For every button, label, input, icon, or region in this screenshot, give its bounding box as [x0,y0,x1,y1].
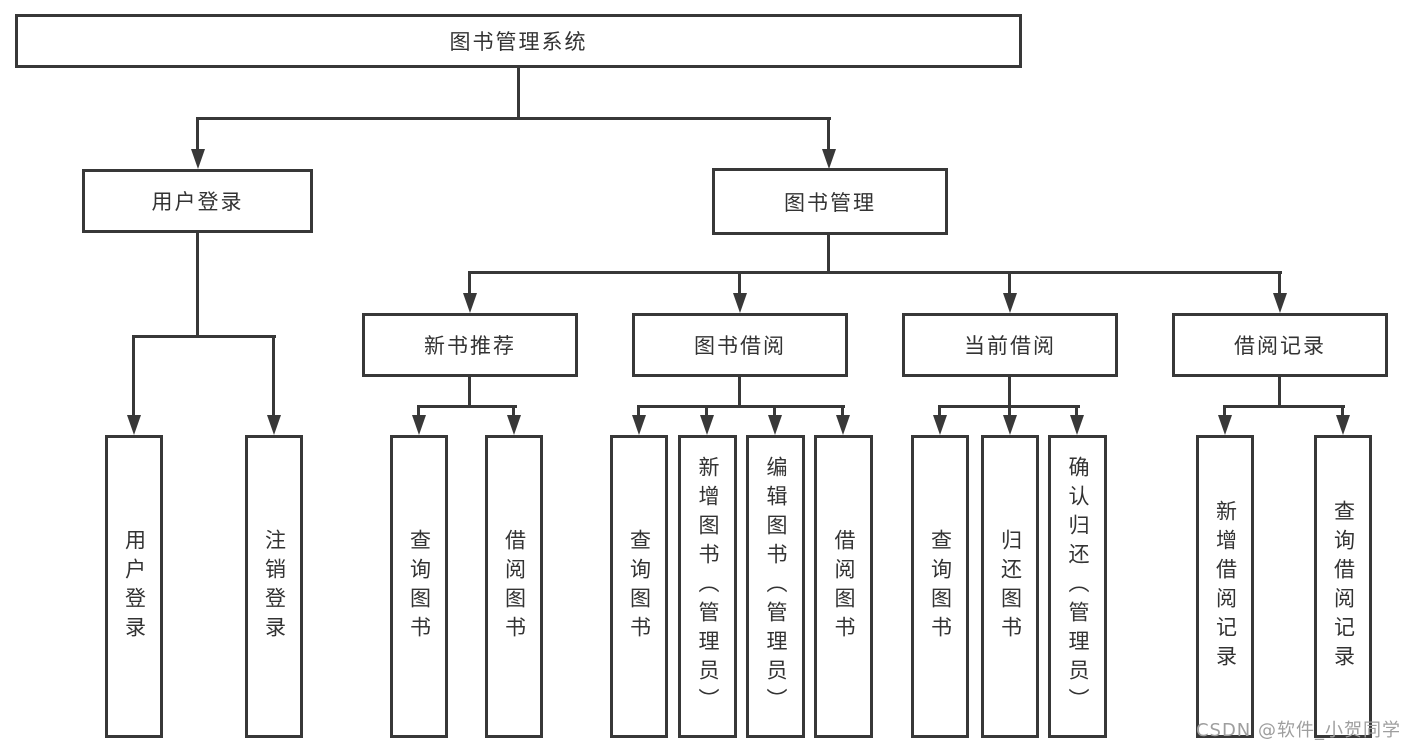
connector-line [196,117,831,120]
node-borrow-records-label: 借阅记录 [1234,334,1326,358]
connector-line [1223,405,1345,408]
connector-line [132,335,135,416]
connector-line [196,232,199,338]
node-book-management-label: 图书管理 [784,190,876,215]
node-leaf-edit-book-admin-label: 编辑图书（管理员） [764,456,788,717]
connector-arrow [1218,415,1232,435]
connector-line [1278,377,1281,408]
connector-line [938,405,941,417]
node-new-book-recommend: 新书推荐 [362,313,578,377]
connector-line [272,335,275,416]
node-leaf-return-book-label: 归还图书 [998,528,1023,645]
connector-line [827,117,830,151]
node-root: 图书管理系统 [15,14,1022,68]
connector-line [417,405,420,417]
node-current-borrow: 当前借阅 [902,313,1118,377]
connector-line [738,271,741,295]
node-new-book-recommend-label: 新书推荐 [424,334,516,358]
node-leaf-query-books-recommend-label: 查询图书 [407,528,432,645]
connector-arrow [127,415,141,435]
connector-arrow [412,415,426,435]
connector-line [827,234,830,274]
node-leaf-query-books-current-label: 查询图书 [928,528,953,645]
connector-line [637,405,640,417]
connector-arrow [507,415,521,435]
node-leaf-add-book-admin: 新增图书（管理员） [678,435,737,738]
node-leaf-borrow-books-recommend: 借阅图书 [485,435,543,738]
connector-arrow [836,415,850,435]
connector-arrow [632,415,646,435]
node-leaf-logout: 注销登录 [245,435,303,738]
node-root-label: 图书管理系统 [449,30,588,54]
node-leaf-edit-book-admin: 编辑图书（管理员） [746,435,805,738]
connector-line [1223,405,1226,417]
connector-line [1008,271,1011,295]
connector-line [738,377,741,408]
node-leaf-query-borrow-record-label: 查询借阅记录 [1331,499,1356,674]
connector-line [512,405,515,417]
node-borrow-records: 借阅记录 [1172,313,1388,377]
node-leaf-user-login: 用户登录 [105,435,163,738]
node-leaf-add-borrow-record-label: 新增借阅记录 [1213,499,1238,674]
connector-line [1341,405,1344,417]
node-leaf-borrow-books-borrow: 借阅图书 [814,435,873,738]
node-leaf-return-book: 归还图书 [981,435,1039,738]
node-book-borrow: 图书借阅 [632,313,848,377]
connector-line [705,405,708,417]
node-book-management: 图书管理 [712,168,948,235]
connector-line [1008,377,1011,408]
connector-arrow [933,415,947,435]
node-leaf-add-borrow-record: 新增借阅记录 [1196,435,1254,738]
node-leaf-borrow-books-borrow-label: 借阅图书 [832,528,856,645]
connector-arrow [1336,415,1350,435]
connector-arrow [1003,415,1017,435]
connector-arrow [700,415,714,435]
connector-line [196,117,199,151]
node-leaf-query-books-borrow: 查询图书 [610,435,668,738]
connector-arrow [822,149,836,169]
connector-line [773,405,776,417]
connector-arrow [768,415,782,435]
connector-line [468,377,471,408]
connector-arrow [267,415,281,435]
csdn-watermark: CSDN @软件_小贺同学 [1195,720,1401,741]
connector-line [468,271,1282,274]
node-current-borrow-label: 当前借阅 [964,334,1056,358]
connector-line [517,67,520,120]
node-user-login: 用户登录 [82,169,313,233]
node-leaf-query-books-borrow-label: 查询图书 [627,528,652,645]
node-leaf-user-login-label: 用户登录 [122,528,147,645]
node-leaf-add-book-admin-label: 新增图书（管理员） [696,456,720,717]
node-leaf-confirm-return-admin: 确认归还（管理员） [1048,435,1107,738]
connector-line [841,405,844,417]
node-user-login-label: 用户登录 [151,190,244,214]
connector-line [132,335,276,338]
connector-arrow [463,293,477,313]
connector-arrow [191,149,205,169]
connector-arrow [1003,293,1017,313]
node-leaf-borrow-books-recommend-label: 借阅图书 [502,528,527,645]
connector-line [417,405,517,408]
connector-line [468,271,471,295]
connector-line [1278,271,1281,295]
connector-arrow [1070,415,1084,435]
connector-arrow [1273,293,1287,313]
connector-line [1008,405,1011,417]
node-leaf-logout-label: 注销登录 [262,528,287,645]
connector-line [1075,405,1078,417]
node-book-borrow-label: 图书借阅 [694,334,786,358]
node-leaf-confirm-return-admin-label: 确认归还（管理员） [1066,456,1090,717]
node-leaf-query-books-recommend: 查询图书 [390,435,448,738]
node-leaf-query-books-current: 查询图书 [911,435,969,738]
node-leaf-query-borrow-record: 查询借阅记录 [1314,435,1372,738]
connector-line [637,405,845,408]
connector-arrow [733,293,747,313]
